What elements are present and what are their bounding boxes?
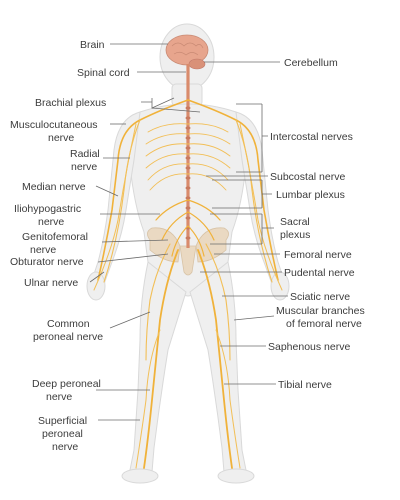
- right-brachial-nerve: [187, 99, 279, 281]
- label-common-peroneal-1: Common: [47, 318, 90, 330]
- lumbar-nerve-set: [155, 199, 221, 257]
- leader-muscular-branches: [233, 315, 275, 321]
- label-ulnar: Ulnar nerve: [24, 277, 78, 289]
- leader-lumbar-plexus: [212, 179, 272, 209]
- label-iliohypogastric-2: nerve: [38, 216, 64, 228]
- left-foot: [121, 468, 159, 484]
- cerebellum-shape: [188, 58, 206, 70]
- intercostal-nerve-set: [145, 123, 231, 191]
- label-pudental: Pudental nerve: [284, 267, 355, 279]
- brain-folds: [171, 42, 204, 56]
- label-median: Median nerve: [22, 181, 86, 193]
- leader-common-peroneal: [109, 311, 151, 329]
- left-brachial-nerve: [97, 99, 189, 281]
- label-intercostal: Intercostal nerves: [270, 131, 353, 143]
- label-obturator: Obturator nerve: [10, 256, 84, 268]
- left-iliac-bone: [147, 227, 181, 263]
- label-radial-1: Radial: [70, 148, 100, 160]
- leader-intercostal: [236, 103, 268, 173]
- labels-right: Cerebellum Intercostal nerves Subcostal …: [268, 57, 365, 391]
- peripheral-nerves: [93, 99, 283, 469]
- leader-sacral-plexus: [210, 213, 274, 245]
- label-muscular-branches-1: Muscular branches: [276, 305, 365, 317]
- label-brain: Brain: [80, 39, 105, 51]
- left-median-nerve: [103, 119, 141, 283]
- right-sciatic-nerve: [197, 249, 233, 469]
- left-femoral-nerve: [145, 243, 171, 361]
- label-tibial: Tibial nerve: [278, 379, 332, 391]
- label-sacral-plexus-2: plexus: [280, 229, 310, 241]
- leader-median: [95, 185, 119, 197]
- label-superficial-peroneal-3: nerve: [52, 441, 78, 453]
- label-muscular-branches-2: of femoral nerve: [286, 318, 362, 330]
- label-genitofemoral-1: Genitofemoral: [22, 231, 88, 243]
- left-leg: [129, 261, 187, 473]
- left-arm: [91, 111, 141, 285]
- leader-ulnar: [89, 271, 105, 283]
- label-lumbar-plexus: Lumbar plexus: [276, 189, 345, 201]
- label-brachial-plexus: Brachial plexus: [35, 97, 106, 109]
- right-ulnar-nerve: [239, 123, 283, 291]
- label-superficial-peroneal-1: Superficial: [38, 415, 87, 427]
- leader-lines: [89, 43, 288, 421]
- label-subcostal: Subcostal nerve: [270, 171, 345, 183]
- label-spinal-cord: Spinal cord: [77, 67, 130, 79]
- left-ulnar-nerve: [93, 123, 137, 291]
- label-common-peroneal-2: peroneal nerve: [33, 331, 103, 343]
- label-deep-peroneal-1: Deep peroneal: [32, 378, 101, 390]
- label-sciatic: Sciatic nerve: [290, 291, 350, 303]
- right-peroneal-nerve: [215, 329, 241, 469]
- right-iliac-bone: [195, 227, 229, 263]
- label-sacral-plexus-1: Sacral: [280, 216, 310, 228]
- label-radial-2: nerve: [71, 161, 97, 173]
- right-leg: [189, 261, 247, 473]
- label-iliohypogastric-1: Iliohypogastric: [14, 203, 81, 215]
- label-femoral: Femoral nerve: [284, 249, 352, 261]
- right-median-nerve: [235, 119, 273, 283]
- label-cerebellum: Cerebellum: [284, 57, 338, 69]
- right-arm: [235, 111, 285, 285]
- leader-obturator: [97, 253, 169, 263]
- label-saphenous: Saphenous nerve: [268, 341, 350, 353]
- labels-left: Brain Spinal cord Brachial plexus Muscul…: [10, 39, 130, 453]
- label-musculocutaneous-2: nerve: [48, 132, 74, 144]
- label-musculocutaneous-1: Musculocutaneous: [10, 119, 98, 131]
- pelvis: [147, 227, 229, 276]
- label-genitofemoral-2: nerve: [30, 244, 56, 256]
- sacrum: [179, 245, 197, 276]
- leader-genitofemoral: [101, 239, 169, 243]
- leader-brachial-plexus: [141, 97, 201, 113]
- right-foot: [217, 468, 255, 484]
- label-superficial-peroneal-2: peroneal: [42, 428, 83, 440]
- left-peroneal-nerve: [135, 329, 161, 469]
- label-deep-peroneal-2: nerve: [46, 391, 72, 403]
- right-femoral-nerve: [205, 243, 231, 361]
- left-sciatic-nerve: [143, 249, 179, 469]
